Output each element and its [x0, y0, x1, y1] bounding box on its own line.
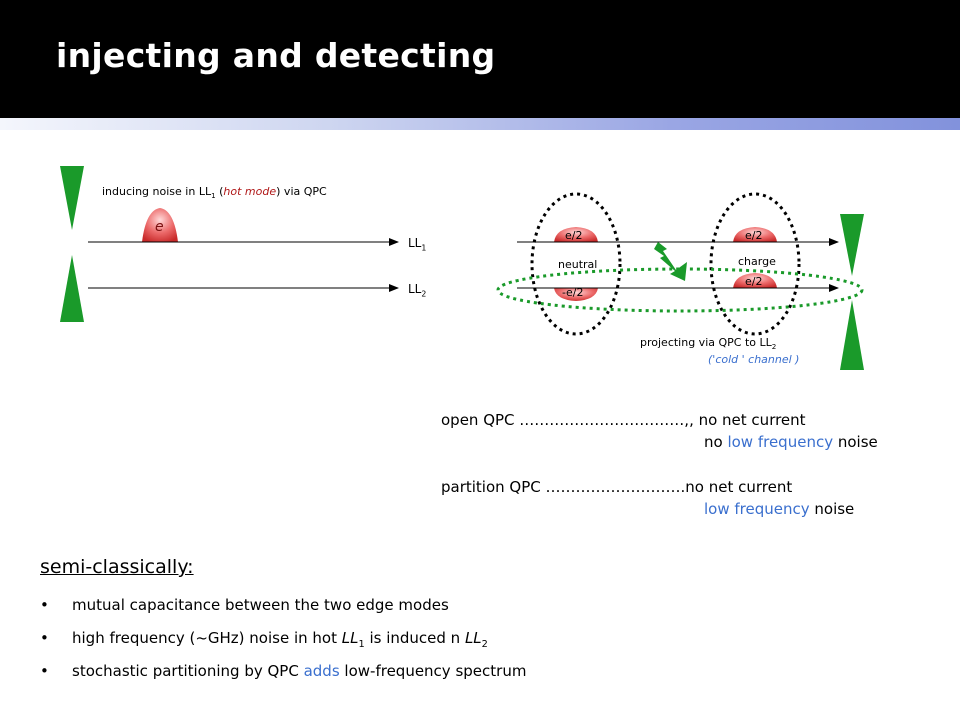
partition-qpc-line: partition QPC ……………………….no net current [441, 478, 793, 496]
qpc-gate-bottom-left [60, 255, 84, 322]
bullet-dot: • [40, 629, 49, 647]
electron-label: e [155, 219, 164, 235]
projecting-caption: projecting via QPC to LL2 [640, 336, 777, 352]
packet-bottom-left-label: -e/2 [562, 286, 584, 299]
charge-label: charge [738, 255, 776, 268]
semi-classical-heading: semi-classically: [40, 556, 194, 578]
ll2-label: LL2 [408, 282, 427, 299]
packet-bottom-right-label: e/2 [745, 275, 763, 288]
bullet-dot: • [40, 662, 49, 680]
slide-header: injecting and detecting [0, 0, 960, 118]
packet-top-right [733, 227, 777, 242]
partition-qpc-noise-line: low frequency noise [704, 500, 855, 518]
qpc-gate-bottom-right [840, 300, 864, 370]
packet-bottom-right [733, 273, 777, 288]
qpc-gate-top-right [840, 214, 864, 276]
slide-title: injecting and detecting [56, 36, 496, 75]
packet-top-left-label: e/2 [565, 229, 583, 242]
header-gradient-bar [0, 118, 960, 130]
ll2-projection-ellipse [496, 267, 864, 313]
bullet-mutual-capacitance: •mutual capacitance between the two edge… [40, 596, 449, 614]
open-qpc-noise-line: no low frequency noise [704, 433, 878, 451]
packet-top-right-label: e/2 [745, 229, 763, 242]
qpc-gate-top-left [60, 166, 84, 230]
neutral-label: neutral [558, 258, 598, 271]
bullet-dot: • [40, 596, 49, 614]
hot-mode-caption: inducing noise in LL1 (hot mode) via QPC [102, 185, 327, 201]
charge-ellipse [709, 192, 801, 336]
packet-bottom-left [554, 288, 598, 301]
bullet-stochastic: •stochastic partitioning by QPC adds low… [40, 662, 527, 680]
neutral-ellipse [530, 192, 622, 336]
bullet-high-frequency: •high frequency (~GHz) noise in hot LL1 … [40, 629, 488, 650]
ll1-label: LL1 [408, 236, 427, 253]
electron-packet-left [142, 208, 178, 242]
lightning-bolt-icon [654, 242, 687, 281]
cold-channel-caption: ('cold ' channel ) [708, 353, 800, 366]
open-qpc-line: open QPC ……………………………,, no net current [441, 411, 806, 429]
packet-top-left [554, 227, 598, 242]
